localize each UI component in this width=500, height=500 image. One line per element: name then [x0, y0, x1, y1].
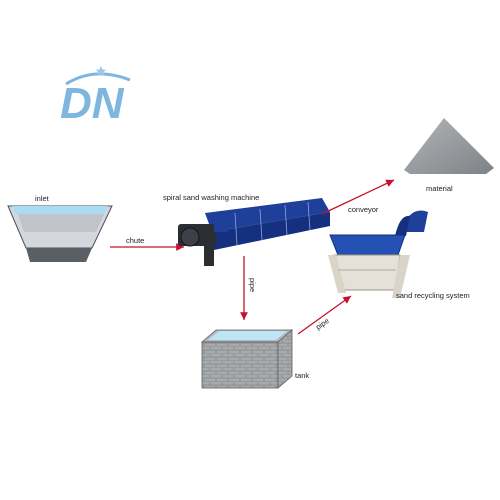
- pipe-up-label: pipe: [314, 316, 331, 332]
- logo-star: [95, 66, 107, 76]
- spiral-sand-washer: [178, 198, 330, 266]
- water-tank: [200, 329, 294, 389]
- logo-swoosh: [65, 72, 131, 86]
- conveyor-label: conveyor: [348, 205, 379, 214]
- recycler-label: sand recycling system: [396, 291, 470, 300]
- washer-label: spiral sand washing machine: [163, 193, 259, 202]
- inlet-label: inlet: [35, 194, 50, 203]
- tank-label: tank: [295, 371, 309, 380]
- material-pile: [404, 118, 494, 174]
- logo-letters: DN: [60, 79, 125, 128]
- chute-label: chute: [126, 236, 144, 245]
- material-label: material: [426, 184, 453, 193]
- conveyor-arrow: [321, 179, 395, 215]
- company-logo: DN: [60, 66, 131, 128]
- sand-recycling-system: [328, 210, 428, 298]
- pipe-up-arrow: [297, 295, 352, 335]
- pipe-down-label: pipe: [248, 278, 257, 292]
- inlet-hopper: [7, 205, 113, 262]
